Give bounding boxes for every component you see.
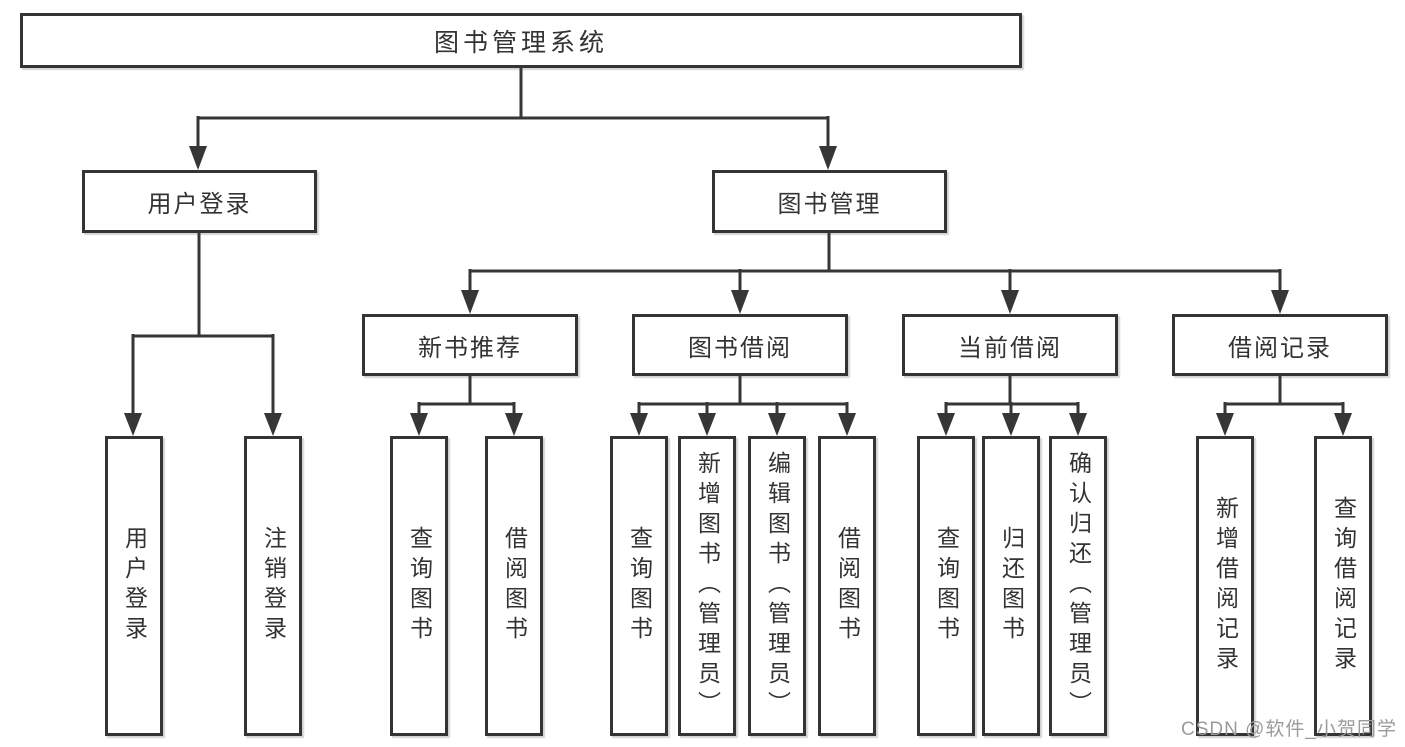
node-user-login: 用户登录 <box>82 170 317 233</box>
leaf-query-books-1: 查询图书 <box>390 436 448 736</box>
leaf-query-books-3: 查询图书 <box>917 436 975 736</box>
node-label: 图书借阅 <box>688 334 792 362</box>
leaf-add-book-admin: 新增图书（管理员） <box>678 436 736 736</box>
node-label: 借阅记录 <box>1228 334 1332 362</box>
node-label: 新书推荐 <box>418 334 522 362</box>
node-label: 查询图书 <box>933 526 960 646</box>
arrowhead-book-borrowing <box>731 290 749 314</box>
node-label: 图书管理系统 <box>433 28 608 57</box>
leaf-return-book: 归还图书 <box>982 436 1040 736</box>
leaf-add-borrow-record: 新增借阅记录 <box>1196 436 1254 736</box>
node-label: 查询图书 <box>406 526 433 646</box>
arrowhead-leaf-borrow-books-2 <box>838 413 856 436</box>
node-label: 图书管理 <box>777 191 882 218</box>
leaf-borrow-books-2: 借阅图书 <box>818 436 876 736</box>
node-library-system: 图书管理系统 <box>20 13 1022 68</box>
arrowhead-current-borrowing <box>1001 290 1019 314</box>
arrowhead-leaf-add-book <box>698 413 716 436</box>
node-label: 归还图书 <box>998 526 1025 646</box>
arrowhead-user-login <box>189 146 207 170</box>
node-label: 新增借阅记录 <box>1212 496 1239 676</box>
node-book-management: 图书管理 <box>712 170 947 233</box>
arrowhead-new-book-recommend <box>461 290 479 314</box>
leaf-user-login: 用户登录 <box>105 436 163 736</box>
csdn-watermark: CSDN @软件_小贺同学 <box>1181 719 1397 740</box>
node-current-borrowing: 当前借阅 <box>902 314 1118 376</box>
node-label: 新增图书（管理员） <box>694 451 721 721</box>
node-label: 确认归还（管理员） <box>1065 451 1092 721</box>
connector-root-to-level2 <box>196 68 830 148</box>
connector-book-borrowing-branch <box>637 376 849 415</box>
node-label: 注销登录 <box>260 526 287 646</box>
arrowhead-book-management <box>819 146 837 170</box>
leaf-query-borrow-record: 查询借阅记录 <box>1314 436 1372 736</box>
node-label: 借阅图书 <box>501 526 528 646</box>
leaf-confirm-return-admin: 确认归还（管理员） <box>1049 436 1107 736</box>
node-label: 查询借阅记录 <box>1330 496 1357 676</box>
arrowhead-leaf-query-books-2 <box>630 413 648 436</box>
arrowhead-leaf-query-record <box>1334 413 1352 436</box>
leaf-query-books-2: 查询图书 <box>610 436 668 736</box>
arrowhead-leaf-return-book <box>1002 413 1020 436</box>
connector-user-login-branch <box>131 233 275 415</box>
node-label: 借阅图书 <box>834 526 861 646</box>
arrowhead-leaf-edit-book <box>768 413 786 436</box>
leaf-borrow-books-1: 借阅图书 <box>485 436 543 736</box>
arrowhead-leaf-query-books-3 <box>937 413 955 436</box>
arrowhead-leaf-confirm-return <box>1069 413 1087 436</box>
arrowhead-leaf-add-record <box>1216 413 1234 436</box>
arrowhead-borrowing-records <box>1271 290 1289 314</box>
node-new-book-recommend: 新书推荐 <box>362 314 578 376</box>
node-label: 用户登录 <box>147 191 252 218</box>
connector-book-management-branch <box>468 233 1282 292</box>
node-label: 查询图书 <box>626 526 653 646</box>
arrowhead-leaf-borrow-books-1 <box>505 413 523 436</box>
node-label: 当前借阅 <box>958 334 1062 362</box>
leaf-edit-book-admin: 编辑图书（管理员） <box>748 436 806 736</box>
node-label: 编辑图书（管理员） <box>764 451 791 721</box>
node-book-borrowing: 图书借阅 <box>632 314 848 376</box>
connector-borrowing-records-branch <box>1223 376 1345 415</box>
leaf-logout: 注销登录 <box>244 436 302 736</box>
arrowhead-leaf-user-login <box>124 413 142 436</box>
arrowhead-leaf-query-books-1 <box>410 413 428 436</box>
node-borrowing-records: 借阅记录 <box>1172 314 1388 376</box>
node-label: 用户登录 <box>121 526 148 646</box>
connector-current-borrowing-branch <box>944 376 1080 415</box>
arrowhead-leaf-logout <box>264 413 282 436</box>
connector-new-book-branch <box>417 376 516 415</box>
